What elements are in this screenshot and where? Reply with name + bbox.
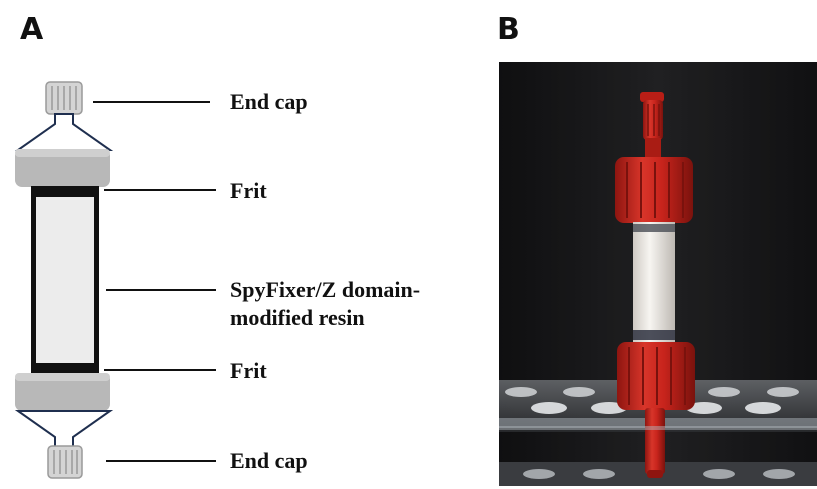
bottom-end-cap — [47, 445, 83, 479]
callout-lines — [93, 101, 216, 462]
label-end-cap-bottom: End cap — [230, 448, 308, 473]
label-resin-line2: modified resin — [230, 305, 365, 330]
label-frit-bottom: Frit — [230, 358, 267, 383]
bottom-nut — [15, 373, 110, 411]
panel-a-label: A — [20, 12, 44, 47]
top-nut — [15, 149, 110, 187]
photo-top-end-cap — [640, 92, 664, 160]
bottom-frit — [31, 366, 99, 374]
top-frit — [31, 186, 99, 194]
column-photo — [499, 62, 817, 486]
label-end-cap-top: End cap — [230, 89, 308, 114]
photo-bottom-nut — [617, 342, 695, 410]
photo-top-nut — [615, 157, 693, 223]
label-resin-line1: SpyFixer/Z domain- — [230, 277, 421, 302]
photo-bottom-end-cap — [645, 408, 665, 478]
top-connector — [14, 113, 114, 151]
label-frit-top: Frit — [230, 178, 267, 203]
photo-resin-tube — [633, 222, 675, 344]
panel-b-label: B — [497, 12, 520, 47]
column-schematic — [14, 81, 114, 479]
